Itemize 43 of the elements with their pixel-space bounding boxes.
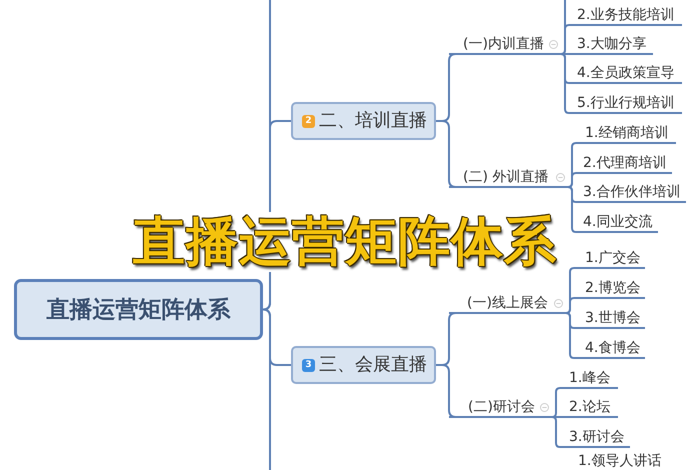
topic-text: 二、培训直播 — [319, 110, 427, 132]
connector-line — [551, 387, 560, 418]
topic-text: (一)内训直播 — [463, 36, 544, 52]
priority-marker: 3 — [302, 358, 315, 372]
connector-line — [551, 416, 560, 448]
topic-text: 2.论坛 — [560, 399, 618, 418]
topic-text: 1.经销商培训 — [576, 125, 676, 144]
underlined-topic — [449, 169, 568, 188]
topic-text: 2.业务技能培训 — [575, 7, 682, 26]
underlined-topic — [449, 36, 561, 55]
topic-text: 4.食博会 — [574, 340, 645, 359]
topic-text: 2.博览会 — [574, 280, 645, 299]
topic-box — [291, 346, 436, 384]
underlined-topic — [449, 295, 566, 314]
topic-text: 3.合作伙伴培训 — [576, 184, 686, 203]
overlay-title: 直播运营矩阵体系 — [133, 212, 557, 272]
topic-text: 1.峰会 — [560, 370, 618, 389]
topic-text: 1.领导人讲话 — [578, 452, 662, 470]
topic-text: 4.全员政策宣导 — [575, 65, 682, 84]
underlined-topic — [449, 399, 552, 418]
connector-line — [565, 297, 574, 314]
connector-line — [436, 364, 456, 418]
topic-text: 3.研讨会 — [560, 429, 630, 448]
connector-line — [436, 120, 456, 188]
connector-line — [560, 24, 575, 55]
connector-line — [567, 172, 576, 188]
connector-line — [262, 308, 271, 470]
connector-line — [560, 53, 575, 114]
connector-line — [567, 186, 576, 233]
topic-text: 5.行业行规培训 — [575, 95, 682, 114]
connector-line — [565, 312, 574, 359]
topic-text: 3.大咖分享 — [575, 36, 653, 55]
topic-text: 3.世博会 — [574, 310, 645, 329]
topic-text: (二)研讨会 — [468, 399, 535, 415]
topic-box — [291, 102, 436, 140]
topic-text: (一)线上展会 — [467, 295, 548, 311]
topic-text: 4.同业交流 — [576, 214, 658, 233]
priority-marker: 2 — [302, 114, 315, 128]
topic-text: (二) 外训直播 — [463, 169, 548, 185]
topic-text: 三、会展直播 — [319, 354, 427, 376]
topic-text: 1.广交会 — [574, 250, 645, 269]
topic-text: 2.代理商培训 — [576, 155, 672, 174]
central-topic-box: 直播运营矩阵体系 — [14, 279, 263, 340]
